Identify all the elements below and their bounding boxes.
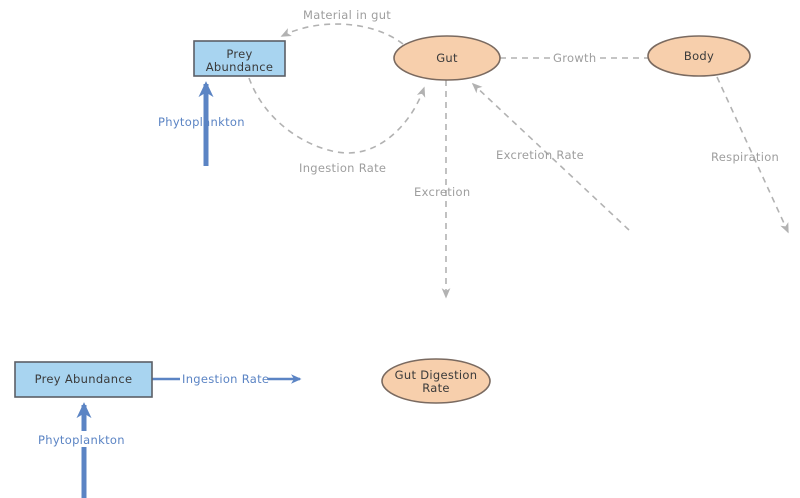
- edge-ingestion-rate: Ingestion Rate: [248, 77, 426, 175]
- node-gut-digestion-rate-label-line1: Gut Digestion: [395, 368, 478, 382]
- node-gut-digestion-rate-label-line2: Rate: [422, 381, 450, 395]
- edge-respiration: Respiration: [711, 76, 789, 234]
- edge-phytoplankton-bottom-label-bg: [36, 431, 132, 447]
- edge-material-in-gut-line: [280, 23, 404, 45]
- node-prey-abundance-label-line1: Prey: [226, 47, 252, 61]
- node-prey-abundance-label-line2: Abundance: [206, 60, 273, 74]
- node-prey-abundance-shape[interactable]: [193, 40, 286, 77]
- edge-ingestion-rate-bottom-label-bg: [180, 371, 268, 387]
- node-prey-abundance-bottom-label: Prey Abundance: [35, 372, 133, 386]
- node-prey-abundance[interactable]: Prey Abundance: [193, 40, 286, 77]
- node-prey-abundance-bottom-shape[interactable]: [14, 361, 153, 398]
- edge-phytoplankton-bottom: Phytoplankton: [36, 402, 132, 498]
- edge-respiration-label: Respiration: [711, 150, 779, 164]
- edge-phytoplankton-top-label: Phytoplankton: [158, 115, 245, 129]
- edge-growth-label: Growth: [553, 51, 596, 65]
- edge-phytoplankton-bottom-label: Phytoplankton: [38, 433, 125, 447]
- edge-growth: Growth: [500, 51, 648, 65]
- node-gut[interactable]: Gut: [393, 35, 501, 81]
- edge-excretion: Excretion: [414, 80, 470, 299]
- node-gut-label: Gut: [436, 51, 458, 65]
- edge-excretion-rate-label: Excretion Rate: [496, 148, 584, 162]
- edge-ingestion-rate-bottom-label: Ingestion Rate: [182, 372, 269, 386]
- edge-excretion-label: Excretion: [414, 185, 470, 199]
- edge-material-in-gut-label: Material in gut: [303, 8, 391, 22]
- edge-excretion-rate: Excretion Rate: [471, 82, 630, 231]
- node-prey-abundance-bottom[interactable]: Prey Abundance: [14, 361, 153, 398]
- node-body-label: Body: [684, 49, 714, 63]
- edge-ingestion-rate-bottom: Ingestion Rate: [152, 371, 302, 387]
- node-body[interactable]: Body: [647, 35, 751, 77]
- edge-ingestion-rate-line: [248, 77, 426, 154]
- node-gut-digestion-rate[interactable]: Gut Digestion Rate: [381, 358, 491, 404]
- node-gut-shape[interactable]: [393, 35, 501, 81]
- node-body-shape[interactable]: [647, 35, 751, 77]
- edge-phytoplankton-top: Phytoplankton: [158, 81, 245, 166]
- edge-material-in-gut: Material in gut: [280, 8, 404, 45]
- edge-excretion-rate-line: [471, 82, 630, 231]
- node-gut-digestion-rate-shape[interactable]: [381, 358, 491, 404]
- edge-ingestion-rate-label: Ingestion Rate: [299, 161, 386, 175]
